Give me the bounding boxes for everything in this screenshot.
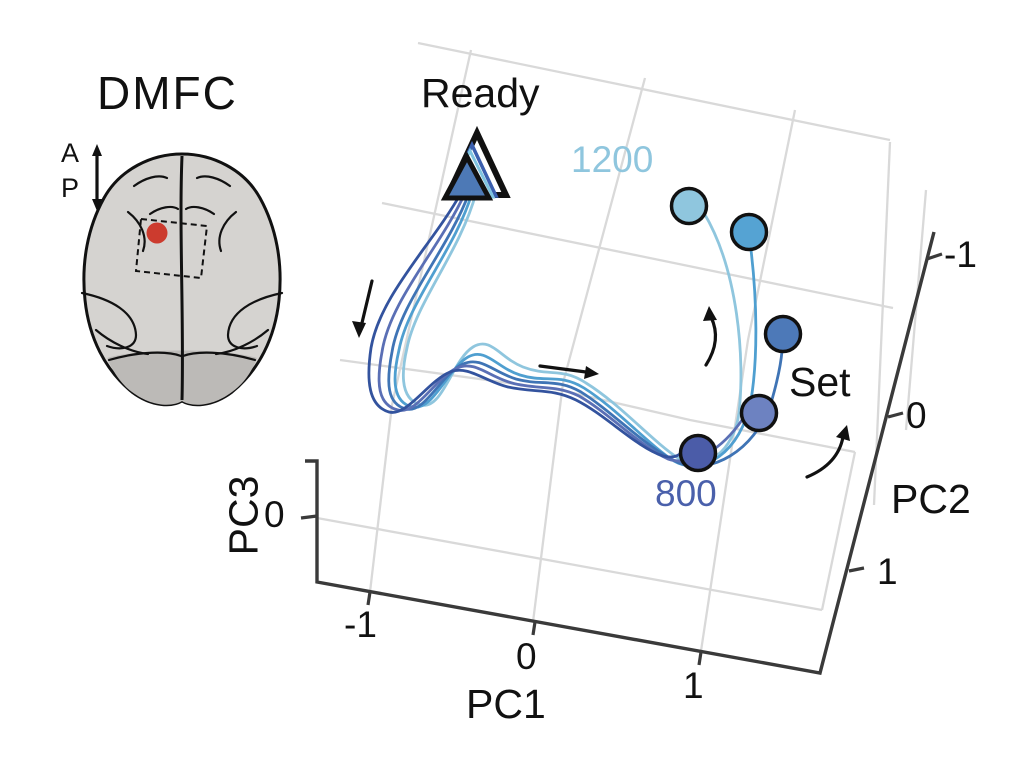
trajectory-1000 (387, 191, 784, 468)
anterior-label: A (61, 138, 80, 168)
axis-tick-4 (848, 566, 865, 573)
flow-arrow-right-head (584, 366, 599, 379)
interval-800-annotation: 800 (655, 473, 717, 514)
flow-arrow-curve-set-head (836, 425, 850, 441)
axes-frame (305, 231, 936, 675)
axis-tick-5 (887, 411, 904, 419)
trajectory-800 (367, 191, 683, 459)
set-marker-1100 (729, 212, 769, 252)
pca-3d-plot (300, 41, 943, 675)
set-marker-1000 (763, 314, 803, 354)
anterior-posterior-arrow-icon (92, 144, 102, 211)
brain-midline (179, 155, 184, 401)
set-marker-800 (678, 433, 718, 473)
interval-1200-annotation: 1200 (571, 139, 654, 180)
flow-arrow-right (538, 364, 588, 374)
gridline-8 (820, 451, 857, 611)
ready-marker-front (440, 151, 494, 201)
brain-illustration (80, 144, 284, 407)
pc2-tick-0: 0 (906, 395, 927, 436)
gridline-10 (904, 189, 928, 431)
pc1-tick-neg1: -1 (344, 604, 377, 645)
gridline-3 (368, 49, 473, 593)
posterior-label: P (61, 173, 80, 203)
brain-sulci (80, 175, 284, 362)
flow-arrow-curve-set (805, 435, 845, 479)
set-marker-1200 (669, 186, 709, 226)
pc3-axis-label: PC3 (220, 475, 267, 556)
pc2-axis-label: PC2 (891, 476, 971, 522)
ready-annotation: Ready (421, 70, 540, 116)
gridline-2 (316, 516, 823, 612)
pc1-axis-label: PC1 (466, 681, 546, 727)
axis-tick-3 (697, 651, 703, 666)
flow-arrow-down-head (352, 321, 366, 338)
gridline-5 (699, 109, 797, 652)
gridline-7 (559, 388, 856, 454)
pc2-tick-1: 1 (877, 551, 898, 592)
axis-tick-0 (300, 514, 318, 520)
axis-tick-6 (926, 252, 943, 261)
set-annotation: Set (789, 359, 851, 405)
flow-arrow-curve-up-head (703, 306, 717, 321)
recording-site-marker (146, 222, 168, 244)
flow-arrow-down (359, 279, 374, 329)
pc2-tick-neg1: -1 (944, 234, 977, 275)
recording-region-box (134, 217, 209, 280)
brain-panel-title: DMFC (97, 67, 238, 119)
axis-tick-1 (366, 591, 372, 606)
pc1-tick-0: 0 (516, 636, 537, 677)
gridline-9 (872, 141, 892, 506)
flow-arrow-curve-up (704, 315, 718, 367)
pc3-tick-0: 0 (264, 494, 285, 535)
pc1-tick-1: 1 (683, 665, 704, 706)
axis-tick-2 (531, 621, 537, 636)
set-marker-900 (739, 393, 779, 433)
trajectory-1200 (401, 191, 743, 465)
gridline-0 (417, 41, 891, 142)
gridline-4 (531, 77, 647, 623)
